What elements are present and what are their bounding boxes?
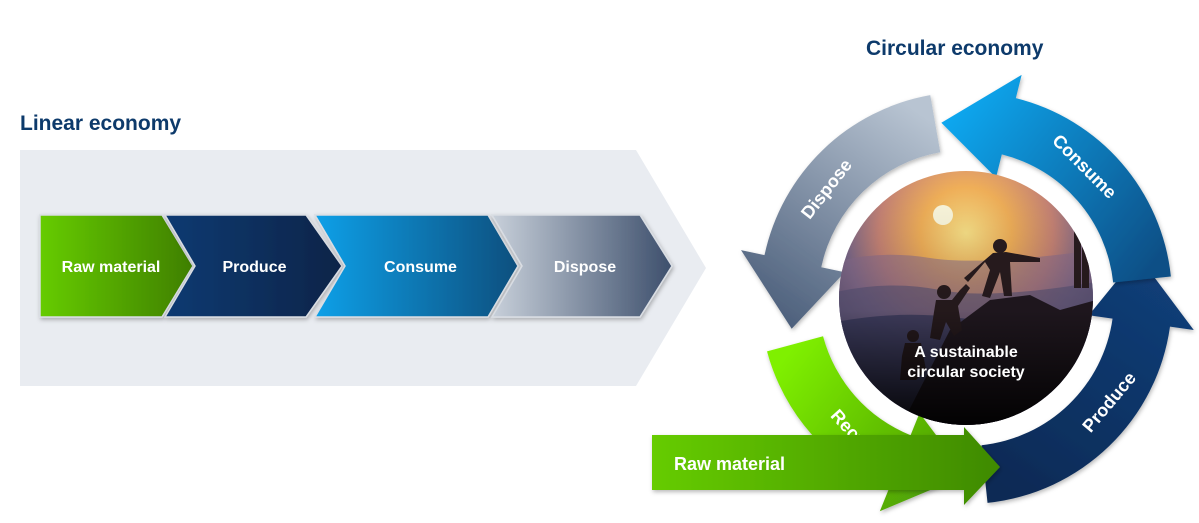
- raw-material-arrow-label: Raw material: [674, 454, 785, 474]
- linear-step-raw-material: [39, 214, 194, 318]
- raw-material-arrow-shape: [652, 427, 1000, 505]
- linear-step-consume: [313, 214, 519, 318]
- center-caption-line2: circular society: [907, 364, 1025, 381]
- linear-step-dispose: [490, 214, 673, 318]
- linear-steps: Raw material Produce Consume Dispose: [39, 214, 673, 318]
- circular-economy-title: Circular economy: [866, 37, 1044, 60]
- ring-segment-dispose: [741, 95, 941, 329]
- ring-segment-produce: [981, 255, 1194, 503]
- sunset-photo: [839, 171, 1093, 425]
- linear-step-label: Raw material: [62, 259, 161, 276]
- linear-step-label: Dispose: [554, 259, 616, 276]
- raw-material-input-arrow: Raw material: [652, 427, 1000, 505]
- center-caption: A sustainable circular society: [866, 343, 1066, 383]
- linear-economy-title: Linear economy: [20, 112, 182, 135]
- center-caption-line1: A sustainable: [914, 344, 1018, 361]
- linear-step-produce: [163, 214, 343, 318]
- ring-segment-consume: [941, 74, 1171, 283]
- linear-step-label: Consume: [384, 259, 457, 276]
- linear-step-label: Produce: [222, 259, 286, 276]
